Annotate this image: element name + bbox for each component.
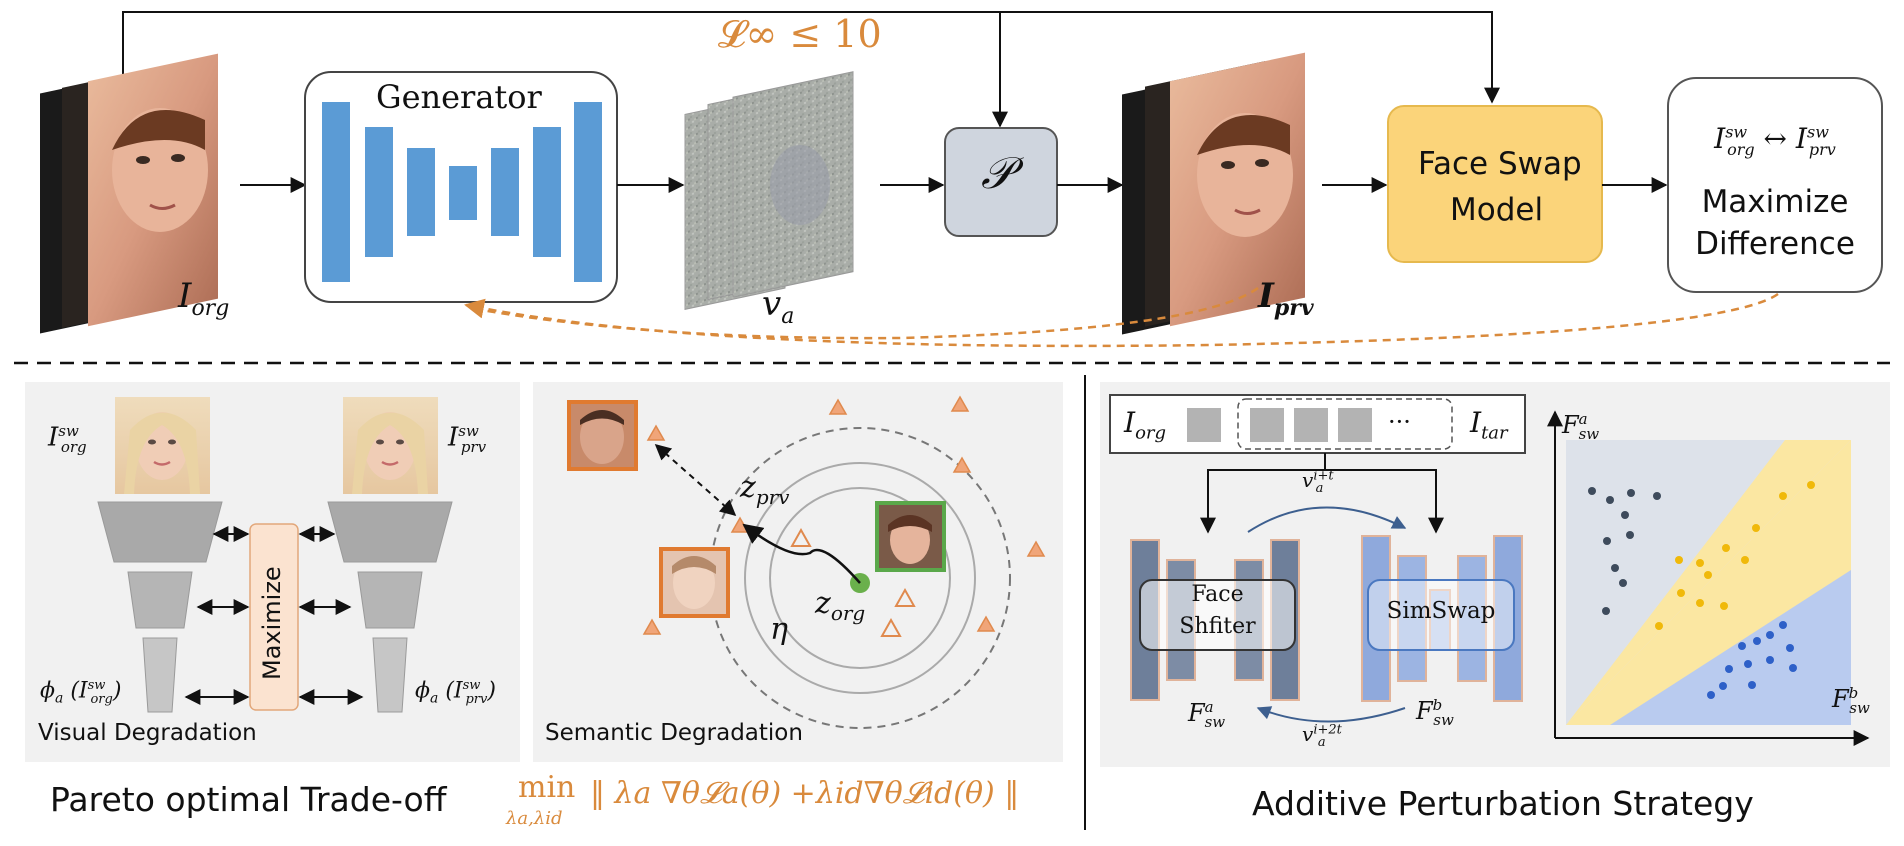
formula-min-sub: λa,λid: [506, 808, 563, 829]
arc-bottom: [1256, 706, 1406, 723]
eta-label: η: [770, 612, 788, 647]
z-org-to-z-prv-path: [742, 523, 861, 584]
phi-org-label: ϕa (Isworg): [40, 678, 122, 707]
scatter-points-gray: [1588, 487, 1661, 615]
top-feedback-lines: [122, 11, 1500, 128]
i-org-image-stack: [40, 53, 218, 334]
z-org-label: zorg: [815, 586, 866, 625]
maximize-label-2: Difference: [1695, 226, 1855, 262]
maximize-formula: Isworg ↔ Iswprv: [1714, 122, 1836, 159]
linf-constraint-label: 𝓛∞ ≤ 10: [718, 12, 882, 56]
scatter-points-blue: [1707, 621, 1797, 699]
sequence-split-arrows: [1200, 453, 1444, 534]
generator-box: [304, 71, 618, 303]
face-thumb-woman: [659, 547, 730, 618]
axis-x-label: Fbsw: [1832, 684, 1870, 717]
seq-ellipsis: ···: [1388, 408, 1411, 436]
p-label: 𝒫: [981, 148, 1013, 199]
i-org-label: Iorg: [178, 276, 230, 321]
i-prv-sw-label: Iswprv: [448, 422, 487, 456]
axis-y-label: Fasw: [1562, 410, 1600, 443]
latent-circles: [709, 427, 1011, 729]
simswap-box: [1367, 579, 1515, 651]
sequence-window: [1237, 398, 1453, 450]
face-shifter-label-1: Face: [1191, 582, 1244, 607]
face-swap-box: [1387, 105, 1603, 263]
scatter-regions: [1566, 440, 1851, 725]
orange-feedback-lines: [464, 286, 1779, 348]
z-prv-label: zprv: [740, 470, 790, 509]
face-thumb-girl: [875, 501, 946, 572]
maximize-difference-box: [1667, 77, 1883, 293]
blonde-face-prv: [343, 397, 438, 494]
i-prv-image-stack: [1122, 52, 1305, 335]
scatter-points-yellow: [1655, 481, 1815, 630]
phi-prv-label: ϕa (Iswprv): [415, 678, 496, 707]
simswap-network: [1361, 535, 1523, 702]
formula-body: ‖ λa ∇θ𝓛a(θ) +λid∇θ𝓛id(θ) ‖: [590, 776, 1020, 811]
seq-i-org-label: Iorg: [1124, 406, 1167, 444]
maximize-bar: [249, 523, 299, 711]
arc-top: [1247, 506, 1407, 533]
v-bottom-label: vi+2ta: [1302, 722, 1342, 750]
face-thumb-man: [567, 400, 638, 471]
face-shifter-box: [1139, 579, 1296, 651]
i-org-sw-label: Isworg: [48, 422, 87, 456]
fsw-b-label: Fbsw: [1416, 696, 1454, 729]
pareto-caption: Pareto optimal Trade-off: [50, 780, 447, 819]
va-label: va: [762, 284, 795, 329]
v-top-label: vi+ta: [1302, 468, 1334, 496]
scatter-axes: [1547, 410, 1870, 746]
semantic-degradation-caption: Semantic Degradation: [545, 720, 803, 746]
va-noise-stack: [684, 71, 854, 311]
formula-min: min: [518, 770, 576, 805]
visual-degradation-caption: Visual Degradation: [38, 720, 257, 746]
seq-i-tar-label: Itar: [1470, 406, 1508, 444]
p-box: [944, 127, 1058, 237]
face-shifter-label-2: Shfiter: [1179, 614, 1256, 639]
funnel-right: [327, 501, 453, 713]
sequence-frames: [1187, 408, 1372, 442]
additive-caption: Additive Perturbation Strategy: [1252, 784, 1754, 823]
hollow-triangles: [790, 527, 916, 637]
face-swap-label-1: Face Swap: [1418, 146, 1582, 182]
funnel-left: [97, 501, 223, 713]
face-swap-label-2: Model: [1450, 192, 1544, 228]
i-prv-label: Iprv: [1258, 276, 1314, 321]
generator-label: Generator: [376, 78, 542, 116]
maximize-arrows: [184, 526, 364, 705]
fsw-a-left-label: Fasw: [1188, 698, 1226, 731]
maximize-vertical-label: Maximize: [258, 566, 286, 680]
maximize-label-1: Maximize: [1701, 184, 1849, 220]
simswap-label: SimSwap: [1386, 598, 1496, 624]
blonde-face-org: [115, 397, 210, 494]
